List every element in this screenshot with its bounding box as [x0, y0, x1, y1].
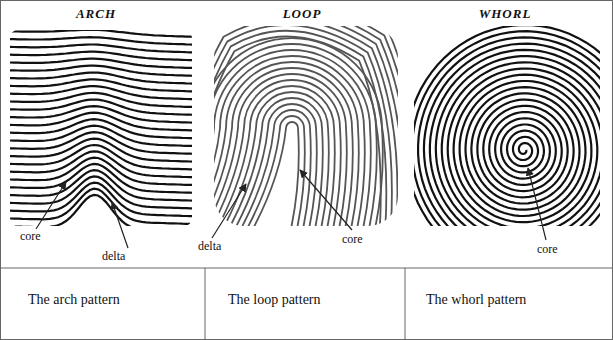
table-cell: The loop pattern	[228, 292, 321, 308]
pattern-heading: LOOP	[283, 6, 322, 22]
table-cell: The arch pattern	[28, 292, 120, 308]
core-label: core	[18, 229, 43, 243]
core-label: core	[340, 232, 365, 246]
pattern-heading: ARCH	[76, 6, 116, 22]
table-cell: The whorl pattern	[426, 292, 526, 308]
delta-label: delta	[100, 249, 127, 263]
core-label: core	[535, 242, 560, 256]
pattern-heading: WHORL	[479, 6, 532, 22]
delta-label: delta	[196, 239, 223, 253]
